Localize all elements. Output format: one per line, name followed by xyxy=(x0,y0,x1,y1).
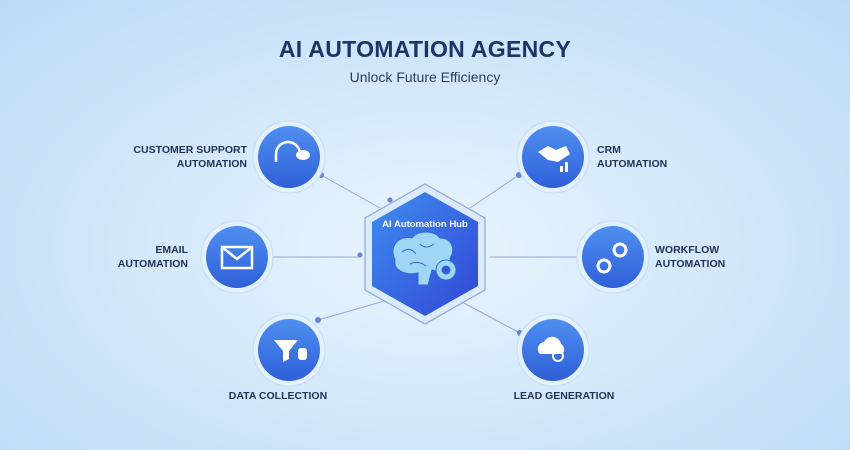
label-line: CRM xyxy=(597,144,621,156)
page-title: AI AUTOMATION AGENCY xyxy=(278,36,572,62)
envelope-icon xyxy=(220,245,254,270)
label-line: EMAIL xyxy=(155,244,188,256)
node-data-collection-label: DATA COLLECTION xyxy=(228,390,328,402)
node-circles xyxy=(200,120,650,387)
node-lead-generation-label: LEAD GENERATION xyxy=(513,390,615,402)
headset-chat-icon xyxy=(274,140,302,162)
node-email-label: EMAIL AUTOMATION xyxy=(90,243,188,271)
gears-icon xyxy=(596,242,628,274)
node-crm-label: CRM AUTOMATION xyxy=(597,143,717,171)
brain-gear-icon xyxy=(392,231,457,286)
node-customer-support-label: CUSTOMER SUPPORT AUTOMATION xyxy=(100,143,247,171)
connector-lines xyxy=(270,174,580,334)
funnel-database-icon xyxy=(274,340,307,362)
label-line: AUTOMATION xyxy=(176,158,247,170)
cloud-search-icon xyxy=(537,336,565,362)
page-subtitle: Unlock Future Efficiency xyxy=(349,69,501,85)
node-workflow-label: WORKFLOW AUTOMATION xyxy=(655,243,775,271)
label-line: WORKFLOW xyxy=(655,244,720,256)
hub-hexagon xyxy=(364,183,486,325)
label-line: CUSTOMER SUPPORT xyxy=(133,144,247,156)
label-line: AUTOMATION xyxy=(117,258,188,270)
handshake-chart-icon xyxy=(538,146,570,172)
label-line: AUTOMATION xyxy=(655,258,726,270)
label-line: AUTOMATION xyxy=(597,158,668,170)
hub-label: AI Automation Hub xyxy=(382,219,468,230)
